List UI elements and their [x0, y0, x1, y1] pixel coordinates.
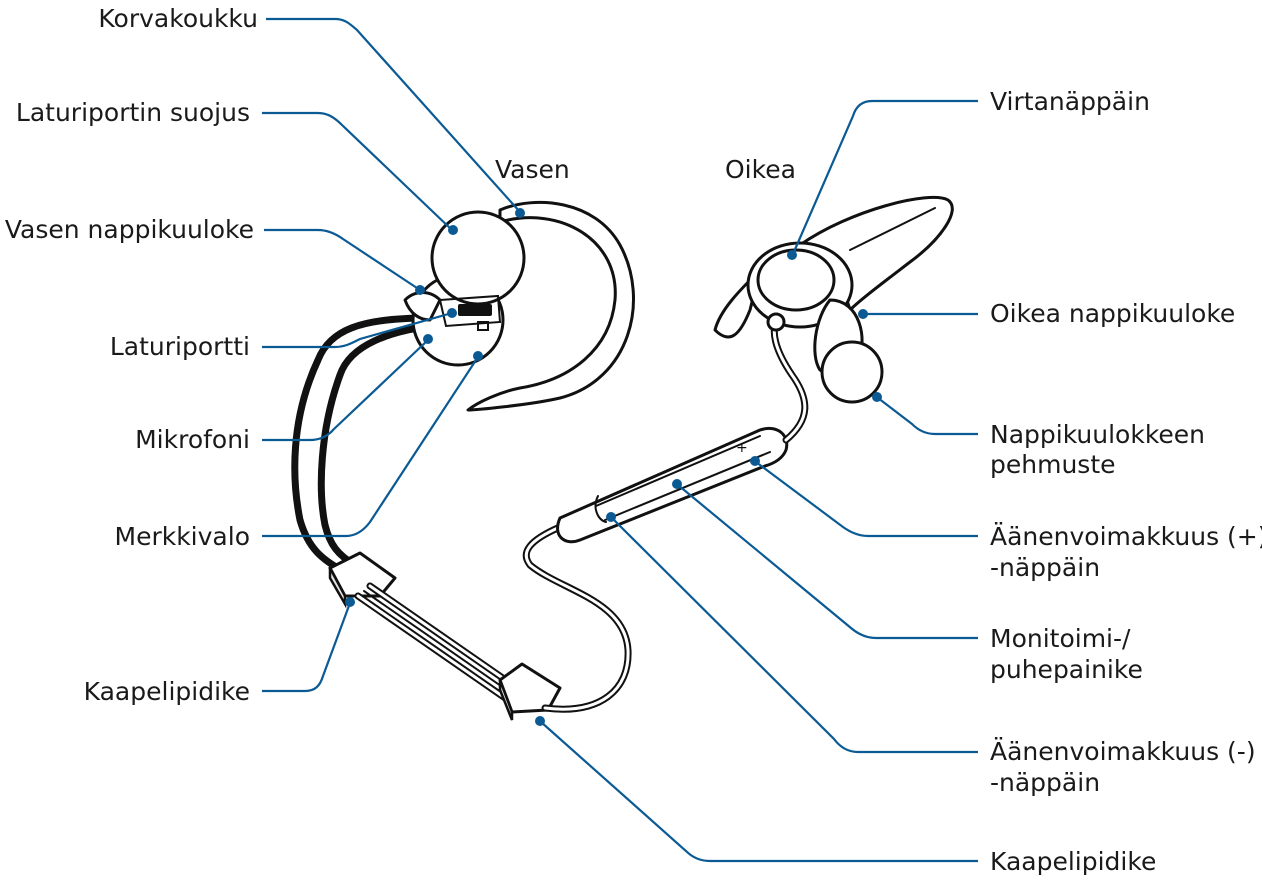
label-laturiportin-suojus: Laturiportin suojus — [16, 98, 250, 127]
callout-vol-minus: Äänenvoimakkuus (-) -näppäin — [606, 512, 1256, 797]
label-vasen-nappikuuloke: Vasen nappikuuloke — [5, 215, 254, 244]
flat-cable — [354, 582, 524, 704]
left-cable-inner — [317, 321, 444, 569]
callout-vol-plus: Äänenvoimakkuus (+) -näppäin — [750, 456, 1262, 582]
label-vol-plus-line1: Äänenvoimakkuus (+) — [990, 522, 1262, 551]
side-label-right: Oikea — [725, 155, 796, 184]
callout-mikrofoni: Mikrofoni — [135, 334, 433, 454]
callout-kaapelipidike-left: Kaapelipidike — [84, 597, 355, 706]
right-cable-clip — [498, 662, 562, 721]
callout-monitoimi: Monitoimi-/ puhepainike — [672, 479, 1143, 684]
label-monitoimi-line1: Monitoimi-/ — [990, 624, 1131, 653]
callout-laturiportti: Laturiportti — [110, 308, 457, 361]
callout-oikea-nappikuuloke: Oikea nappikuuloke — [858, 299, 1235, 328]
svg-text:+: + — [736, 440, 748, 456]
side-label-left: Vasen — [495, 155, 570, 184]
callout-pehmuste: Nappikuulokkeen pehmuste — [872, 392, 1205, 479]
label-kaapelipidike-left: Kaapelipidike — [84, 677, 250, 706]
label-pehmuste-line1: Nappikuulokkeen — [990, 420, 1205, 449]
label-vol-minus-line2: -näppäin — [990, 768, 1100, 797]
left-earbud — [403, 210, 526, 367]
label-oikea-nappikuuloke: Oikea nappikuuloke — [990, 299, 1235, 328]
right-earbud — [713, 241, 884, 404]
label-merkkivalo: Merkkivalo — [115, 522, 251, 551]
label-korvakoukku: Korvakoukku — [98, 4, 258, 33]
callout-korvakoukku: Korvakoukku — [98, 4, 525, 218]
label-vol-plus-line2: -näppäin — [990, 553, 1100, 582]
label-kaapelipidike-bottom: Kaapelipidike — [990, 847, 1156, 876]
callout-vasen-nappikuuloke: Vasen nappikuuloke — [5, 215, 425, 295]
label-monitoimi-line2: puhepainike — [990, 655, 1143, 684]
left-ear-hook — [466, 200, 635, 412]
headset-illustration: + — [291, 195, 954, 721]
label-pehmuste-line2: pehmuste — [990, 450, 1116, 479]
callout-merkkivalo: Merkkivalo — [115, 351, 483, 551]
label-laturiportti: Laturiportti — [110, 332, 250, 361]
callout-kaapelipidike-bottom: Kaapelipidike — [535, 716, 1156, 876]
label-vol-minus-line1: Äänenvoimakkuus (-) — [990, 737, 1256, 766]
callout-laturiportin-suojus: Laturiportin suojus — [16, 98, 458, 235]
callout-virtanappain: Virtanäppäin — [787, 87, 1150, 260]
left-cable — [291, 314, 432, 576]
label-virtanappain: Virtanäppäin — [990, 87, 1150, 116]
label-mikrofoni: Mikrofoni — [135, 425, 250, 454]
left-cable-clip — [328, 551, 397, 609]
